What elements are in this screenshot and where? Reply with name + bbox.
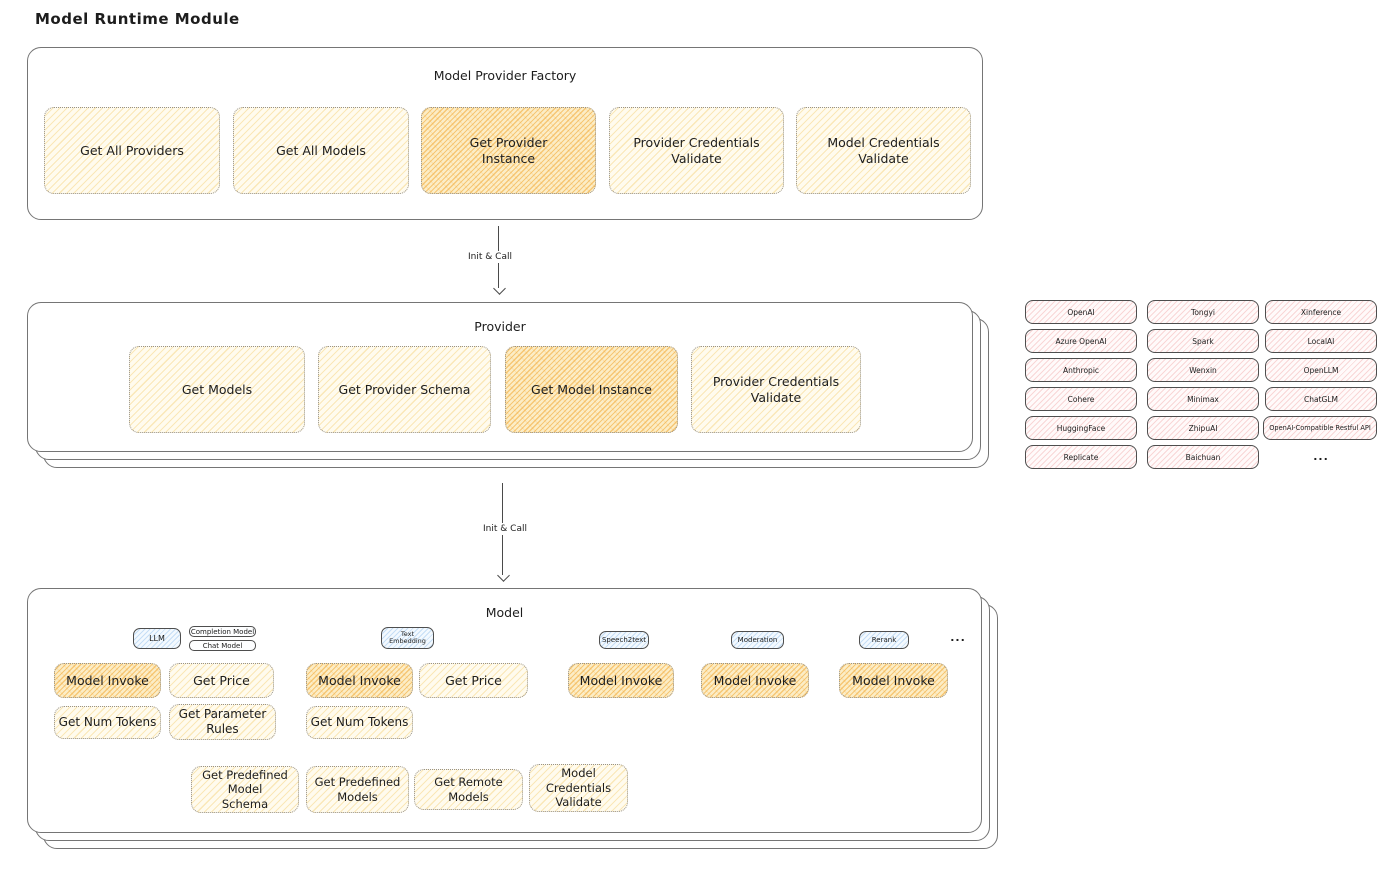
provider-chip-cohere: Cohere bbox=[1025, 387, 1137, 411]
node-get-provider-instance: Get Provider Instance bbox=[421, 107, 596, 194]
node-get-remote-models: Get Remote Models bbox=[414, 769, 523, 810]
arrow-label-init-call-1: Init & Call bbox=[464, 251, 516, 263]
tab-completion-model: Completion Model bbox=[189, 626, 256, 637]
provider-chip-chatglm: ChatGLM bbox=[1265, 387, 1377, 411]
node-get-model-instance: Get Model Instance bbox=[505, 346, 678, 433]
provider-chip-xinference: Xinference bbox=[1265, 300, 1377, 324]
provider-chip-openllm: OpenLLM bbox=[1265, 358, 1377, 382]
provider-container: Provider Get Models Get Provider Schema … bbox=[27, 302, 973, 452]
provider-title: Provider bbox=[474, 319, 526, 334]
node-model-invoke-llm: Model Invoke bbox=[54, 663, 161, 698]
node-get-provider-schema: Get Provider Schema bbox=[318, 346, 491, 433]
provider-chip-wenxin: Wenxin bbox=[1147, 358, 1259, 382]
provider-chip-localai: LocalAI bbox=[1265, 329, 1377, 353]
page-title: Model Runtime Module bbox=[35, 10, 240, 28]
node-model-invoke-text-embedding: Model Invoke bbox=[306, 663, 413, 698]
tab-rerank: Rerank bbox=[859, 631, 909, 649]
provider-chip-openai-compatible: OpenAI-Compatible Restful API bbox=[1263, 416, 1377, 440]
factory-title: Model Provider Factory bbox=[433, 68, 577, 83]
provider-chip-openai: OpenAI bbox=[1025, 300, 1137, 324]
tab-chat-model: Chat Model bbox=[189, 640, 256, 651]
provider-chip-replicate: Replicate bbox=[1025, 445, 1137, 469]
node-get-price-llm: Get Price bbox=[169, 663, 274, 698]
node-get-all-models: Get All Models bbox=[233, 107, 409, 194]
provider-chip-minimax: Minimax bbox=[1147, 387, 1259, 411]
node-get-parameter-rules: Get Parameter Rules bbox=[169, 704, 276, 740]
node-get-all-providers: Get All Providers bbox=[44, 107, 220, 194]
provider-chip-anthropic: Anthropic bbox=[1025, 358, 1137, 382]
provider-chip-spark: Spark bbox=[1147, 329, 1259, 353]
tabs-ellipsis: ... bbox=[950, 631, 966, 644]
node-get-predefined-model-schema: Get Predefined Model Schema bbox=[191, 766, 299, 813]
provider-chip-zhipuai: ZhipuAI bbox=[1147, 416, 1259, 440]
tab-text-embedding: Text Embedding bbox=[381, 627, 434, 649]
model-title: Model bbox=[485, 605, 524, 620]
node-get-predefined-models: Get Predefined Models bbox=[306, 766, 409, 813]
node-model-credentials-validate-factory: Model Credentials Validate bbox=[796, 107, 971, 194]
provider-chip-huggingface: HuggingFace bbox=[1025, 416, 1137, 440]
node-get-num-tokens-text-embedding: Get Num Tokens bbox=[306, 706, 413, 739]
arrow-factory-to-provider-head bbox=[493, 282, 506, 295]
provider-chip-tongyi: Tongyi bbox=[1147, 300, 1259, 324]
factory-container: Model Provider Factory Get All Providers… bbox=[27, 47, 983, 220]
node-model-invoke-rerank: Model Invoke bbox=[839, 663, 948, 698]
tab-llm: LLM bbox=[133, 628, 181, 649]
node-provider-credentials-validate-provider: Provider Credentials Validate bbox=[691, 346, 861, 433]
provider-chips-ellipsis: ... bbox=[1313, 450, 1329, 463]
node-model-invoke-moderation: Model Invoke bbox=[701, 663, 809, 698]
node-get-models: Get Models bbox=[129, 346, 305, 433]
node-provider-credentials-validate-factory: Provider Credentials Validate bbox=[609, 107, 784, 194]
node-get-price-text-embedding: Get Price bbox=[419, 663, 528, 698]
node-model-credentials-validate-model: Model Credentials Validate bbox=[529, 764, 628, 812]
node-model-invoke-speech2text: Model Invoke bbox=[568, 663, 674, 698]
node-get-num-tokens-llm: Get Num Tokens bbox=[54, 706, 161, 739]
tab-speech2text: Speech2text bbox=[599, 631, 649, 649]
arrow-provider-to-model-head bbox=[497, 569, 510, 582]
provider-chip-baichuan: Baichuan bbox=[1147, 445, 1259, 469]
model-container: Model LLM Completion Model Chat Model Te… bbox=[27, 588, 982, 833]
provider-chip-azure-openai: Azure OpenAI bbox=[1025, 329, 1137, 353]
arrow-label-init-call-2: Init & Call bbox=[479, 523, 531, 535]
tab-moderation: Moderation bbox=[731, 631, 784, 649]
